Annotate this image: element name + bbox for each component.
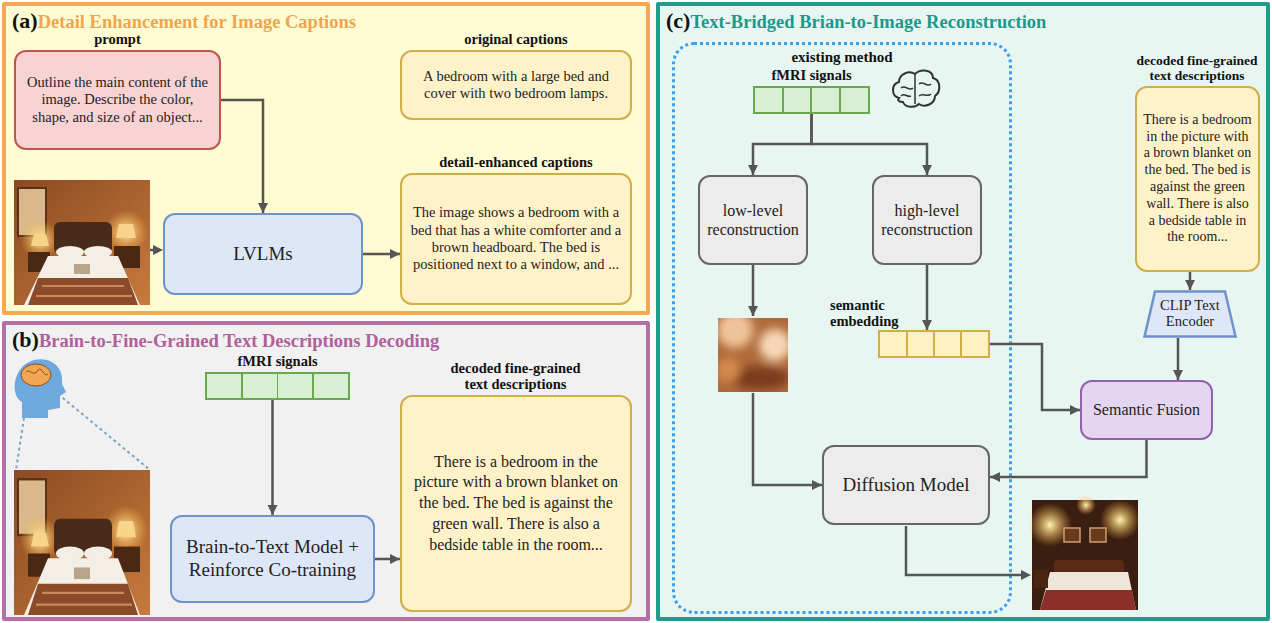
panel: (c)Text-Bridged Brian-to-Image Reconstru… xyxy=(656,2,1270,621)
connector xyxy=(812,114,933,175)
caption-box: original captionsA bedroom with a large … xyxy=(400,50,632,120)
arrowhead xyxy=(390,249,400,259)
connector xyxy=(375,554,400,564)
text-box: decoded fine-grained text descriptionsTh… xyxy=(400,395,632,612)
heading-label: decoded fine-grained text descriptions xyxy=(441,360,591,393)
connector xyxy=(990,440,1147,482)
trapezoid-shape xyxy=(1145,292,1236,337)
panel-heading: (a)Detail Enhancement for Image Captions xyxy=(12,8,356,34)
box-text: low-level reconstruction xyxy=(707,201,799,239)
arrowhead xyxy=(1185,280,1195,290)
arrowhead xyxy=(922,320,932,330)
process-box: Diffusion Model xyxy=(822,445,990,525)
caption-box: detail-enhanced captionsThe image shows … xyxy=(400,173,632,305)
panel-heading: (c)Text-Bridged Brian-to-Image Reconstru… xyxy=(666,8,1046,34)
box-text: LVLMs xyxy=(233,243,292,266)
box-text: There is a bedroom in the picture with a… xyxy=(414,452,618,556)
connector xyxy=(1185,272,1195,290)
encoder-trapezoid: CLIP Text Encoder xyxy=(1143,290,1237,338)
signal-bar: fMRI signals xyxy=(753,86,870,114)
signal-bar: fMRI signals xyxy=(205,372,350,400)
process-box: high-level reconstruction xyxy=(872,175,982,265)
panel-label: (c) xyxy=(666,8,690,33)
heading-label: fMRI signals xyxy=(735,67,888,84)
box-text: high-level reconstruction xyxy=(881,201,973,239)
connector-line xyxy=(221,100,263,213)
panel-label: (b) xyxy=(12,327,39,352)
arrowhead xyxy=(268,505,278,515)
box-text: CLIP Text Encoder xyxy=(1153,298,1227,330)
box-text: Semantic Fusion xyxy=(1093,400,1200,419)
box-text: There is a bedroom in the picture with a… xyxy=(1143,112,1252,246)
panel-label: (a) xyxy=(12,8,38,33)
connector xyxy=(748,265,822,490)
panel-title: Detail Enhancement for Image Captions xyxy=(38,12,356,32)
heading-label: decoded fine-grained text descriptions xyxy=(1129,53,1265,84)
heading-label: semantic embedding xyxy=(830,297,920,330)
model-box: Brain-to-Text Model + Reinforce Co-train… xyxy=(170,515,375,603)
connector xyxy=(748,114,812,175)
heading-label: fMRI signals xyxy=(187,353,368,370)
arrowhead xyxy=(990,472,1000,482)
box-text: The image shows a bedroom with a bed tha… xyxy=(410,204,622,274)
connector xyxy=(922,265,932,330)
arrowhead xyxy=(922,165,932,175)
connector-line xyxy=(990,344,1080,410)
text-box: decoded fine-grained text descriptionsTh… xyxy=(1135,86,1260,272)
heading-label: detail-enhanced captions xyxy=(382,154,650,171)
connector xyxy=(268,400,278,515)
arrowhead xyxy=(258,203,268,213)
heading-label: original captions xyxy=(382,31,650,48)
arrowhead xyxy=(1173,370,1183,380)
prompt-box: promptOutline the main content of the im… xyxy=(14,50,221,150)
connector-line xyxy=(753,393,822,485)
heading-label: prompt xyxy=(0,31,239,48)
box-text: Brain-to-Text Model + Reinforce Co-train… xyxy=(185,536,361,582)
arrowhead xyxy=(748,306,758,316)
connector-line xyxy=(753,114,812,175)
connector xyxy=(221,100,268,213)
box-text: Diffusion Model xyxy=(843,474,970,497)
connector xyxy=(1173,338,1183,380)
heading-label: existing method xyxy=(675,49,1009,66)
box-text: A bedroom with a large bed and cover wit… xyxy=(410,68,622,103)
panel-title: Brain-to-Fine-Grained Text Descriptions … xyxy=(39,331,439,351)
box-text: Outline the main content of the image. D… xyxy=(24,74,211,126)
arrowhead xyxy=(748,165,758,175)
arrowhead xyxy=(1070,405,1080,415)
connector xyxy=(990,344,1080,415)
fusion-box: Semantic Fusion xyxy=(1080,380,1213,440)
connector xyxy=(363,249,400,259)
embedding-bar: semantic embedding xyxy=(878,330,990,358)
arrowhead xyxy=(812,480,822,490)
process-box: low-level reconstruction xyxy=(698,175,808,265)
connector-line xyxy=(812,114,928,175)
connector-line xyxy=(990,440,1147,477)
panel-heading: (b)Brain-to-Fine-Grained Text Descriptio… xyxy=(12,327,439,353)
connector-line xyxy=(271,400,274,515)
arrowhead xyxy=(390,554,400,564)
model-box: LVLMs xyxy=(163,213,363,295)
panel-title: Text-Bridged Brian-to-Image Reconstructi… xyxy=(690,12,1046,32)
